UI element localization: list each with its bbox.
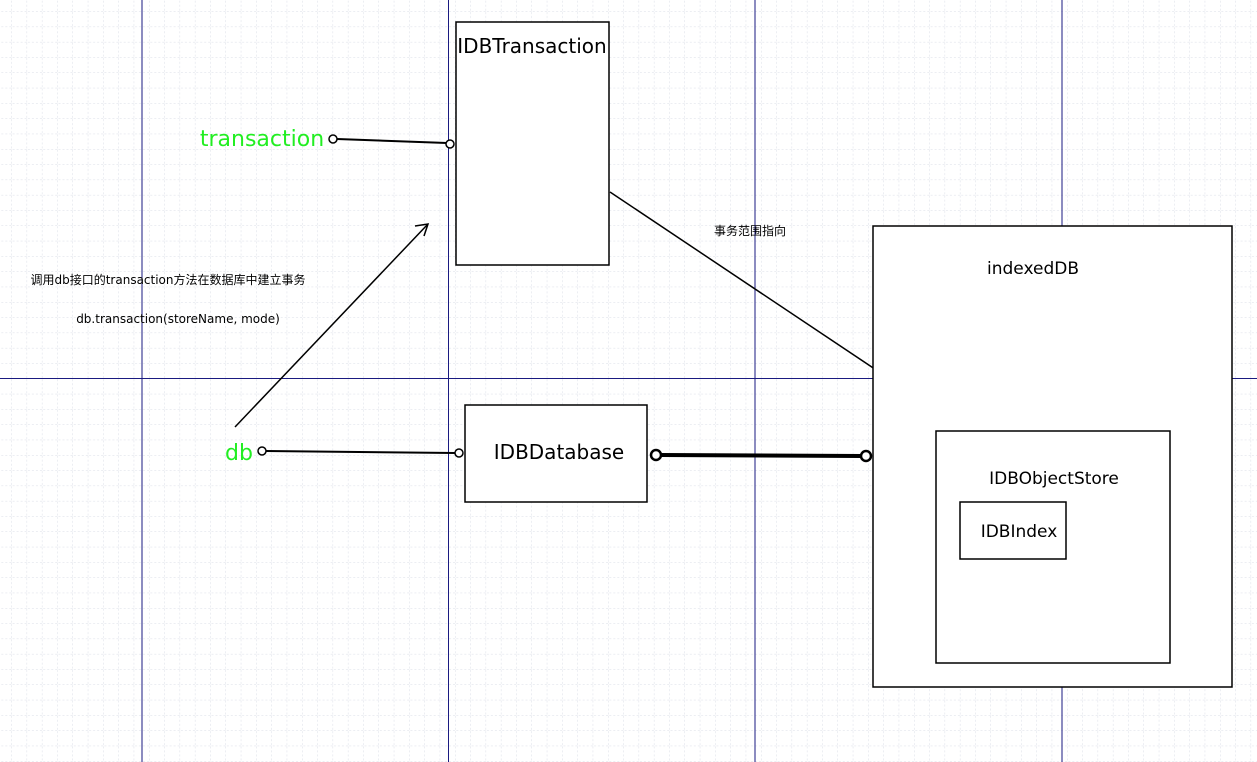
idbdatabase-node[interactable]: IDBDatabase [464,404,648,503]
indexeddb-label: indexedDB [987,259,1079,279]
idbobjectstore-label: IDBObjectStore [989,469,1119,489]
idbtransaction-label: IDBTransaction [457,34,606,58]
db-variable-label: db [225,441,253,466]
database-connector[interactable] [660,453,862,458]
transaction-connector[interactable] [336,138,448,144]
scope-note: 事务范围指向 [714,223,786,238]
db-connector-end [454,448,464,458]
create-transaction-note: 调用db接口的transaction方法在数据库中建立事务 [30,272,305,287]
idbdatabase-label: IDBDatabase [494,440,624,464]
transaction-connector-start [328,134,338,144]
transaction-connector-end [445,139,455,149]
idbindex-label: IDBIndex [981,522,1058,542]
db-connector-start [257,446,267,456]
idbtransaction-node[interactable]: IDBTransaction [455,21,610,266]
create-transaction-arrowhead [414,223,430,237]
call-example: db.transaction(storeName, mode) [76,312,280,326]
transaction-variable-label: transaction [200,127,324,152]
database-connector-end [859,449,873,463]
connectors [234,134,968,463]
db-connector[interactable] [265,450,456,454]
idbindex-node[interactable]: IDBIndex [959,501,1067,560]
database-connector-start [649,448,663,462]
create-transaction-arrow[interactable] [234,223,429,428]
